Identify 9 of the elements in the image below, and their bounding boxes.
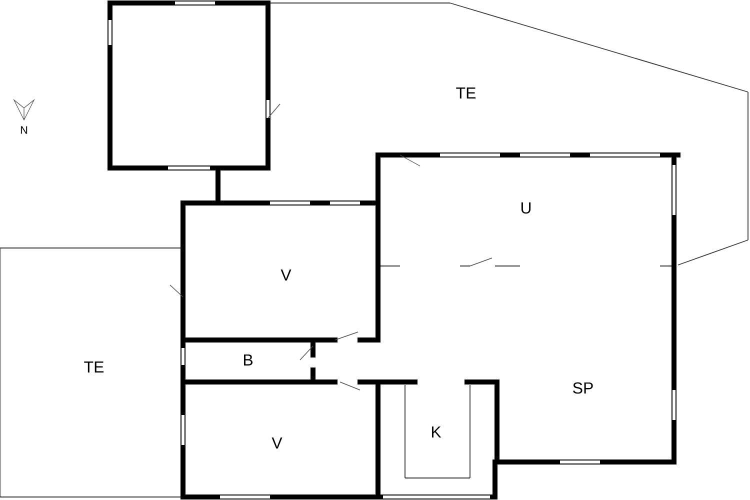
room-label: TE	[84, 361, 104, 372]
room-label: K	[432, 426, 442, 438]
room-label: B	[244, 354, 252, 366]
room-label: V	[272, 437, 282, 448]
room-label: U	[521, 202, 531, 214]
room-label: SP	[573, 382, 593, 394]
room-label: TE	[456, 88, 476, 98]
compass-label: N	[20, 126, 28, 134]
room-label: V	[280, 270, 292, 280]
